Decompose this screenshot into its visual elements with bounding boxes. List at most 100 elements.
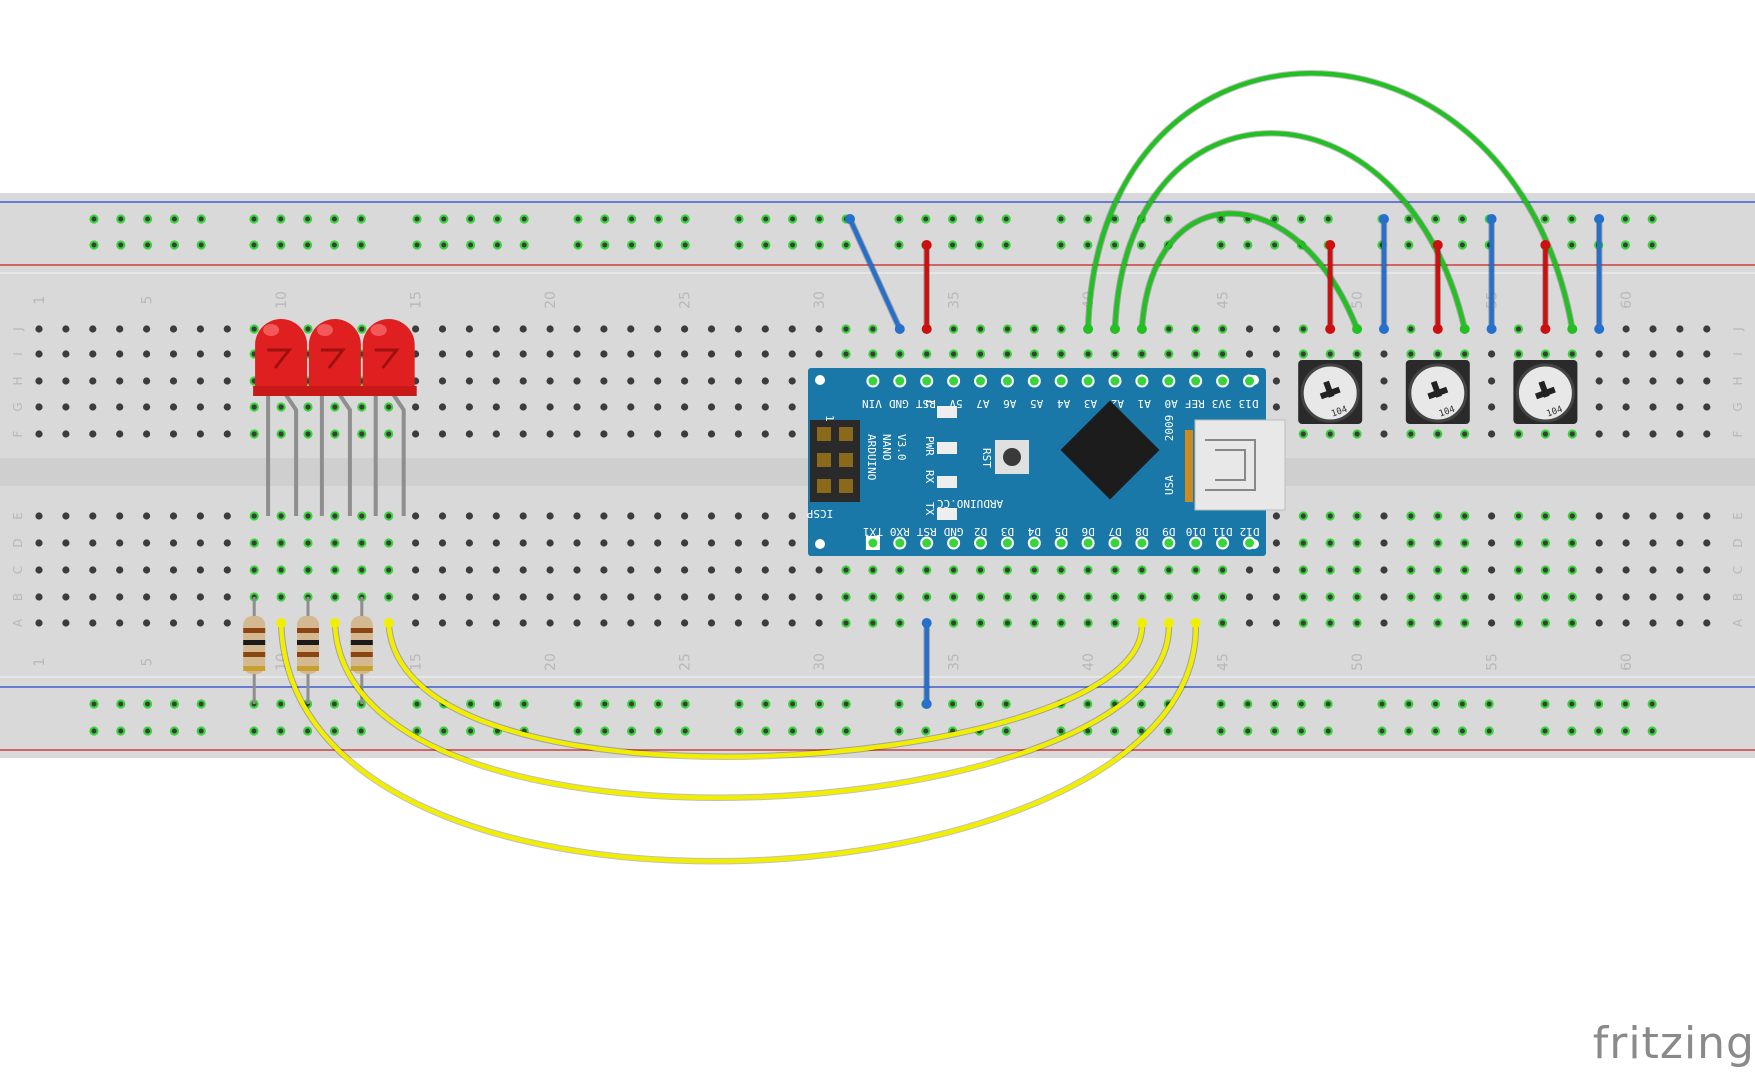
nano-pin-pad [1137, 538, 1147, 548]
hole-center [951, 620, 957, 626]
hole [116, 619, 124, 627]
hole [734, 350, 743, 358]
hole [627, 350, 635, 358]
column-number: 55 [1485, 653, 1501, 671]
hole [438, 512, 447, 520]
rail-hole-center [358, 728, 364, 734]
hole-center [332, 513, 338, 519]
hole [196, 430, 204, 438]
column-number: 25 [678, 291, 694, 309]
mount-hole [815, 539, 825, 549]
hole [600, 539, 608, 547]
rail-hole-center [896, 216, 902, 222]
rail-hole-center [1596, 701, 1602, 707]
row-letter-right: J [1731, 327, 1745, 332]
rail-hole-center [468, 242, 474, 248]
hole [1245, 350, 1254, 358]
hole [734, 593, 743, 601]
pot-slot [1534, 380, 1556, 400]
rail-hole-center [145, 701, 151, 707]
hole [1380, 403, 1388, 411]
hole-center [251, 567, 257, 573]
nano-pin-label: A7 [976, 397, 989, 410]
hole-center [1462, 351, 1468, 357]
hole [223, 593, 231, 601]
resistor-band [243, 640, 266, 645]
nano-pin-label: RST [915, 397, 935, 410]
rail-hole-center [896, 242, 902, 248]
hole-center [1031, 326, 1037, 332]
hole [143, 512, 151, 520]
hole [654, 593, 662, 601]
wire-end [894, 324, 905, 334]
rail-hole-center [251, 728, 257, 734]
rail-hole-center [331, 242, 337, 248]
hole [815, 566, 823, 574]
rail-hole-center [1085, 701, 1091, 707]
nano-pin-label: A0 [1165, 397, 1178, 410]
hole [519, 566, 527, 574]
rail-hole-center [1003, 728, 1009, 734]
row-letter-left: B [11, 593, 25, 601]
hole [1622, 566, 1630, 574]
hole-center [1354, 567, 1360, 573]
hole-center [1515, 513, 1522, 519]
row-letter-left: D [11, 538, 25, 547]
nano-title-line: ARDUINO [865, 434, 878, 480]
led-anode-leg [284, 393, 299, 516]
hole [116, 593, 124, 601]
hole [35, 350, 43, 358]
nano-pin-label: A5 [1030, 397, 1043, 410]
hole [1649, 325, 1657, 333]
rail-hole-center [468, 216, 474, 222]
hole [1622, 512, 1630, 520]
rail-hole-center [414, 242, 420, 248]
hole [1649, 619, 1657, 627]
rail-hole-center [1542, 728, 1548, 734]
wire-end [1136, 618, 1147, 628]
hole [1272, 566, 1280, 574]
hole [1622, 377, 1630, 385]
rail-hole-center [118, 242, 124, 248]
hole [1595, 566, 1603, 574]
rail-hole-center [1218, 728, 1224, 734]
rail-hole-center [655, 728, 661, 734]
hole [707, 377, 716, 385]
hole-center [278, 594, 284, 600]
hole-center [897, 620, 903, 626]
wire-end [921, 699, 932, 709]
nano-pin-label: RST [916, 525, 936, 538]
hole [707, 325, 716, 333]
hole [223, 325, 231, 333]
rail-hole-center [91, 701, 97, 707]
rail-hole-center [278, 701, 284, 707]
wire-end [1594, 214, 1605, 224]
hole [546, 350, 554, 358]
hole [465, 566, 473, 574]
rail-hole-center [1406, 701, 1412, 707]
hole [734, 539, 743, 547]
hole [681, 512, 689, 520]
hole [1380, 619, 1388, 627]
hole-center [1220, 351, 1226, 357]
row-letter-left: H [11, 376, 25, 385]
hole [169, 566, 178, 574]
hole-center [1004, 351, 1011, 357]
hole [62, 377, 70, 385]
hole [465, 539, 473, 547]
hole-center [1166, 351, 1172, 357]
hole [1676, 566, 1684, 574]
hole [465, 593, 473, 601]
led-highlight [263, 324, 280, 336]
hole [1380, 512, 1388, 520]
hole [438, 403, 447, 411]
rail-hole-center [414, 701, 420, 707]
nano-pin-label: A1 [1138, 397, 1151, 410]
hole-center [977, 567, 984, 573]
onboard-led-label: PWR [923, 436, 936, 456]
hole [546, 593, 554, 601]
hole-center [1569, 351, 1575, 357]
hole-center [359, 567, 365, 573]
hole [788, 539, 796, 547]
